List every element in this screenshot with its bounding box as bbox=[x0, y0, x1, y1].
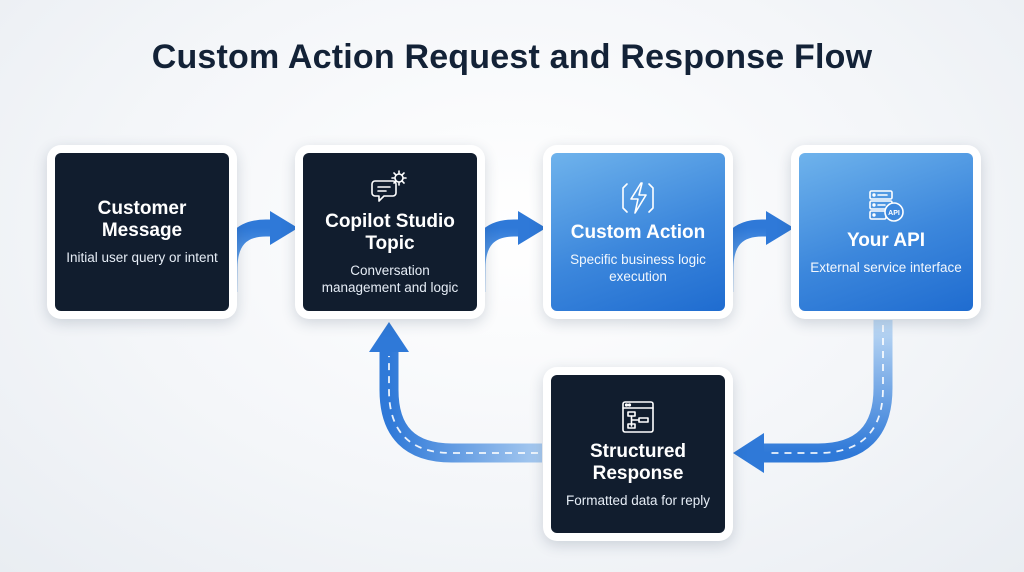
node-customer-message-frame: Customer Message Initial user query or i… bbox=[47, 145, 237, 319]
node-title: Your API bbox=[846, 230, 926, 251]
window-flow-icon bbox=[619, 399, 657, 435]
node-your-api: API Your API External service interface bbox=[799, 153, 973, 311]
node-copilot-studio-frame: Copilot Studio Topic Conversation manage… bbox=[295, 145, 485, 319]
node-subtitle: Formatted data for reply bbox=[565, 493, 711, 508]
diagram-title: Custom Action Request and Response Flow bbox=[151, 38, 873, 76]
node-title: Custom Action bbox=[570, 221, 706, 243]
node-subtitle: Specific business logic execution bbox=[570, 251, 706, 284]
lightning-icon bbox=[619, 180, 657, 216]
arrow-api-to-response bbox=[733, 320, 893, 473]
node-subtitle: Conversation management and logic bbox=[321, 262, 459, 295]
node-custom-action-frame: Custom Action Specific business logic ex… bbox=[543, 145, 733, 319]
node-your-api-frame: API Your API External service interface bbox=[791, 145, 981, 319]
node-subtitle: External service interface bbox=[810, 260, 962, 275]
arrow-copilot-to-action bbox=[468, 211, 546, 292]
node-subtitle: Initial user query or intent bbox=[66, 250, 218, 265]
arrow-response-to-copilot bbox=[369, 322, 542, 463]
arrow-action-to-api bbox=[716, 211, 794, 292]
node-copilot-studio-topic: Copilot Studio Topic Conversation manage… bbox=[303, 153, 477, 311]
node-custom-action: Custom Action Specific business logic ex… bbox=[551, 153, 725, 311]
node-structured-response: Structured Response Formatted data for r… bbox=[551, 375, 725, 533]
node-structured-response-frame: Structured Response Formatted data for r… bbox=[543, 367, 733, 541]
chat-gear-icon bbox=[371, 169, 409, 205]
node-title: Customer Message bbox=[97, 198, 187, 241]
api-icon-text: API bbox=[888, 210, 900, 217]
node-title: Structured Response bbox=[589, 441, 687, 484]
node-customer-message: Customer Message Initial user query or i… bbox=[55, 153, 229, 311]
node-title: Copilot Studio Topic bbox=[325, 210, 455, 254]
server-api-icon: API bbox=[867, 188, 905, 224]
arrow-customer-to-copilot bbox=[220, 211, 298, 292]
